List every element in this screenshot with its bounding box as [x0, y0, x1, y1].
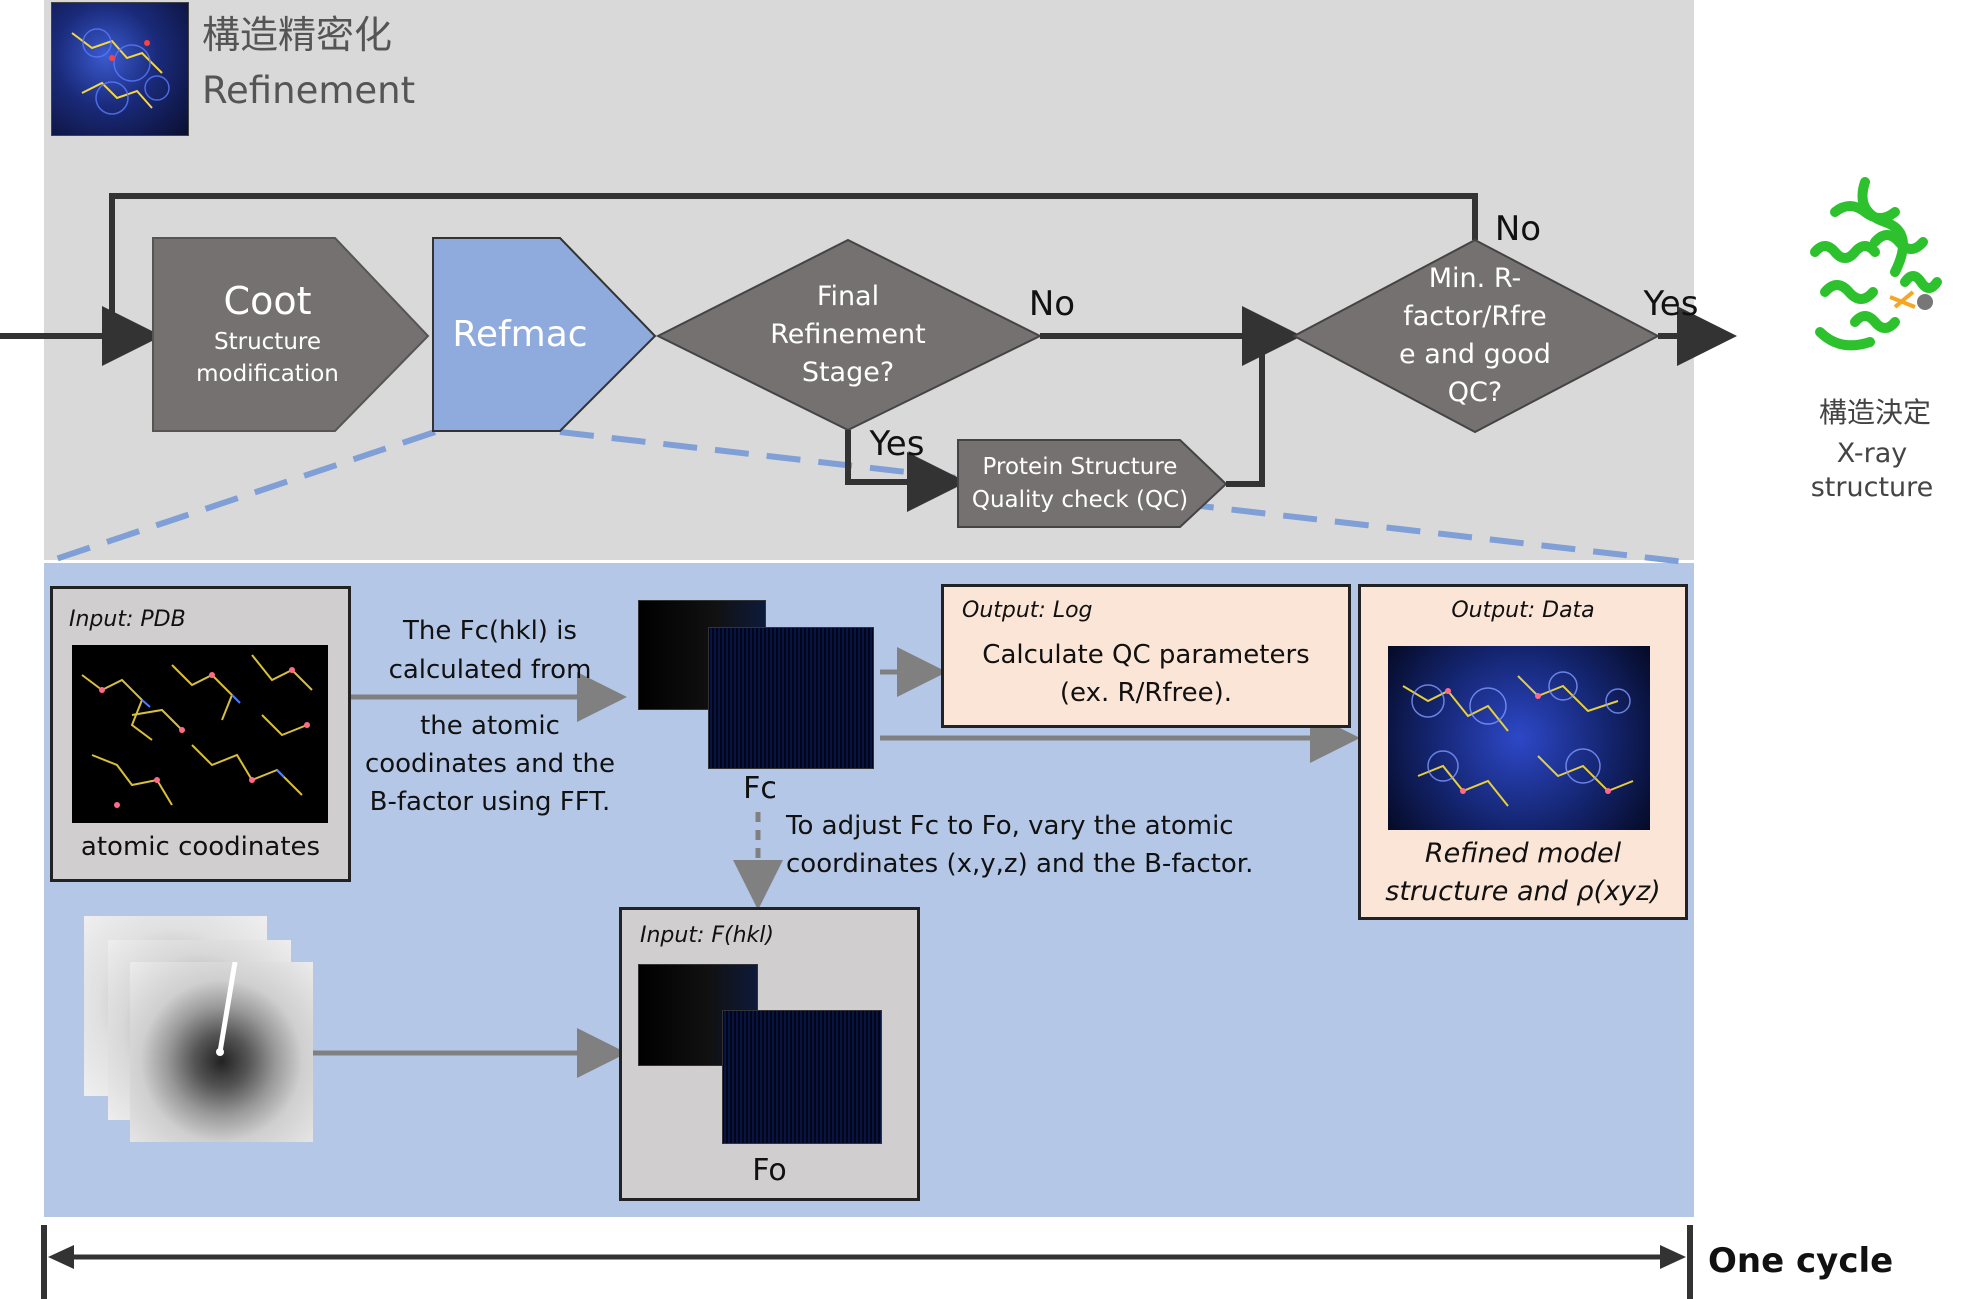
- qc-return-line: [1226, 336, 1265, 487]
- fo-label: Fo: [752, 1153, 787, 1188]
- no-label-1: No: [1028, 284, 1076, 324]
- fc-label: Fc: [743, 771, 777, 806]
- input-fhkl-label: Input: F(hkl): [640, 923, 774, 948]
- min-r-line4: QC?: [1447, 377, 1503, 408]
- header-title-jp: 構造精密化: [202, 13, 393, 57]
- log-text-1: Calculate QC parameters: [982, 640, 1310, 670]
- result-en: X-ray structure: [1810, 438, 1934, 503]
- refmac-shape: [432, 237, 657, 432]
- loop-back-line: [109, 193, 1478, 336]
- adjust-text-2: coordinates (x,y,z) and the B-factor.: [786, 849, 1254, 879]
- final-stage-q1: Final: [816, 281, 880, 312]
- header-title-en: Refinement: [202, 69, 416, 112]
- no-label-2: No: [1494, 209, 1542, 249]
- output-log-box: Output: Log Calculate QC parameters (ex.…: [941, 584, 1351, 728]
- min-r-line1: Min. R-: [1428, 263, 1522, 294]
- min-r-line2: factor/Rfre: [1403, 301, 1547, 332]
- one-cycle-label: One cycle: [1708, 1241, 1894, 1281]
- output-data-label: Output: Data: [1451, 598, 1595, 623]
- refined-text-2: structure and ρ(xyz): [1385, 876, 1661, 907]
- qc-shape: [957, 439, 1228, 528]
- qc-line2: Quality check (QC): [971, 487, 1189, 513]
- fc-desc-2: calculated from: [388, 655, 592, 685]
- input-pdb-label: Input: PDB: [69, 607, 186, 632]
- refined-density-image: [1388, 646, 1650, 830]
- diffraction-image-3: [130, 961, 313, 1142]
- yes-label-2: Yes: [1643, 284, 1699, 324]
- qc-line1: Protein Structure: [982, 454, 1178, 480]
- coot-title: Coot: [223, 279, 312, 323]
- atomic-model-image: [72, 645, 328, 823]
- refmac-label: Refmac: [452, 314, 588, 355]
- min-r-diamond: [1291, 238, 1661, 434]
- output-log-label: Output: Log: [962, 598, 1093, 623]
- final-stage-q3: Stage?: [801, 357, 895, 388]
- cycle-arrowhead-left: [48, 1245, 74, 1269]
- coot-shape: [152, 237, 430, 432]
- fc-desc-1: The Fc(hkl) is: [403, 616, 577, 646]
- fc-desc-5: B-factor using FFT.: [369, 787, 611, 817]
- result-jp: 構造決定: [1818, 396, 1931, 429]
- final-stage-q2: Refinement: [770, 319, 926, 350]
- output-data-box: Output: Data Refined model structure and…: [1358, 584, 1688, 920]
- zoom-line-right: [559, 429, 1695, 566]
- zoom-line-left: [43, 429, 436, 566]
- yes-arrow-1: [845, 430, 967, 512]
- yes-label-1: Yes: [869, 424, 925, 464]
- refinement-thumbnail: [51, 2, 189, 136]
- min-r-line3: e and good: [1399, 339, 1551, 370]
- refined-text-1: Refined model: [1424, 838, 1622, 869]
- coot-sub1: Structure: [214, 329, 321, 355]
- input-pdb-box: Input: PDB atomic coodinates: [50, 586, 351, 882]
- fc-desc-3: the atomic: [420, 711, 560, 741]
- fc-desc-4: coodinates and the: [364, 749, 616, 779]
- log-text-2: (ex. R/Rfree).: [1059, 678, 1233, 708]
- density-map-image: [71, 28, 170, 115]
- protein-structure-image: [1810, 177, 1942, 351]
- cycle-arrowhead-right: [1660, 1245, 1686, 1269]
- atomic-coordinates-label: atomic coodinates: [80, 832, 321, 862]
- adjust-text-1: To adjust Fc to Fo, vary the atomic: [786, 811, 1234, 841]
- fo-image-front: [722, 1010, 882, 1144]
- coot-sub2: modification: [196, 361, 339, 387]
- input-fhkl-box: Input: F(hkl) Fo: [619, 907, 920, 1201]
- fc-image-front: [708, 627, 874, 769]
